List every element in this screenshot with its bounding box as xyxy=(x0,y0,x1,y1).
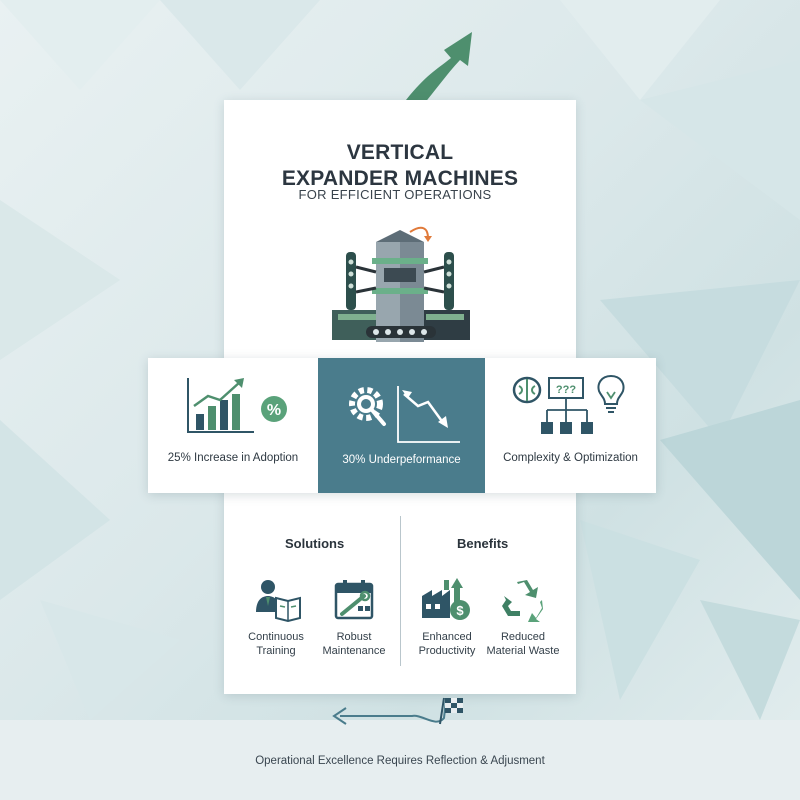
solution-maintenance-line2: Maintenance xyxy=(322,645,386,657)
benefit-productivity-label: Enhanced Productivity xyxy=(402,630,492,658)
factory-growth-icon: $ xyxy=(422,578,470,620)
page-title: VERTICAL EXPANDER MACHINES xyxy=(0,140,800,192)
gear-wrench-decline-icon xyxy=(349,386,460,443)
growth-chart-percent-icon: % xyxy=(187,378,287,433)
person-reading-icon xyxy=(256,580,301,622)
solution-maintenance-line1: Robust xyxy=(336,631,372,643)
stat-label-complexity: Complexity & Optimization xyxy=(503,452,638,464)
stat-panel-complexity: ??? Complexity & Optimization xyxy=(485,358,656,493)
title-line-2: EXPANDER MACHINES xyxy=(281,167,519,190)
stat-label-underperformance: 30% Underpeformance xyxy=(342,454,461,466)
benefit-productivity-line1: Enhanced xyxy=(422,631,472,643)
benefit-productivity-line2: Productivity xyxy=(418,645,476,657)
recycle-icon xyxy=(502,580,543,622)
solution-training-line2: Training xyxy=(256,645,296,657)
solution-training-label: Continuous Training xyxy=(231,630,321,658)
svg-text:???: ??? xyxy=(556,384,576,396)
benefit-waste-line1: Reduced xyxy=(500,631,546,643)
svg-text:$: $ xyxy=(456,603,464,618)
stat-panel-underperformance: 30% Underpeformance xyxy=(318,358,485,493)
vertical-expander-machine-icon xyxy=(332,226,470,342)
brain-flowchart-lightbulb-icon: ??? xyxy=(512,374,625,434)
title-line-1: VERTICAL xyxy=(346,141,454,164)
footer-caption: Operational Excellence Requires Reflecti… xyxy=(255,755,545,767)
solution-maintenance-label: Robust Maintenance xyxy=(309,630,399,658)
solutions-heading: Solutions xyxy=(285,536,345,551)
column-divider xyxy=(400,516,401,666)
bottom-band xyxy=(0,720,800,800)
stats-strip: % 25% Increase in Adoption 30% Underpefo… xyxy=(148,358,656,493)
stat-panel-adoption: % 25% Increase in Adoption xyxy=(148,358,318,493)
finish-flag-path-icon xyxy=(332,697,463,725)
benefits-heading: Benefits xyxy=(457,536,509,551)
svg-text:%: % xyxy=(267,402,281,419)
calendar-wrench-icon xyxy=(334,580,374,620)
solution-training-line1: Continuous xyxy=(248,631,304,643)
benefit-waste-line2: Material Waste xyxy=(486,645,560,657)
page-subtitle: FOR EFFICIENT OPERATIONS xyxy=(298,187,492,202)
benefit-waste-label: Reduced Material Waste xyxy=(478,630,568,658)
stat-label-adoption: 25% Increase in Adoption xyxy=(167,452,299,464)
